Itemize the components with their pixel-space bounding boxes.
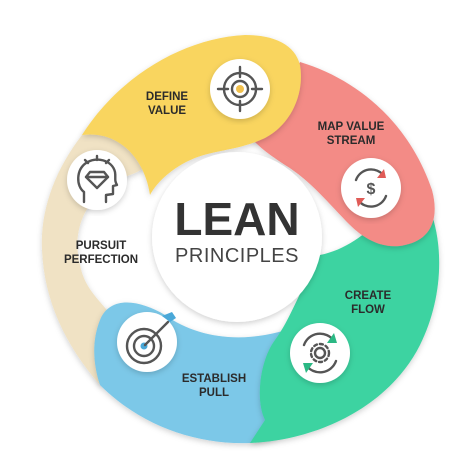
- title-main: LEAN: [174, 193, 299, 245]
- target-crosshair-icon: [210, 59, 270, 119]
- label-establish-pull-line1: ESTABLISH: [182, 373, 246, 385]
- dollar-cycle-icon: $: [341, 158, 401, 218]
- label-create-flow-line1: CREATE: [345, 290, 392, 302]
- center-circle: [152, 152, 322, 322]
- label-pursuit-perfection-line2: PERFECTION: [64, 254, 138, 266]
- label-map-value-stream-line1: MAP VALUE: [318, 121, 385, 133]
- label-create-flow-line2: FLOW: [351, 304, 385, 316]
- svg-text:$: $: [367, 181, 376, 198]
- dart-target-icon: [117, 312, 177, 372]
- gear-cycle-icon: [290, 323, 350, 383]
- label-establish-pull-line2: PULL: [199, 387, 229, 399]
- label-define-value-line1: DEFINE: [146, 91, 189, 103]
- label-define-value-line2: VALUE: [148, 105, 186, 117]
- label-pursuit-perfection-line1: PURSUIT: [76, 240, 126, 252]
- head-diamond-icon: [67, 150, 127, 210]
- segment-create-flow: [250, 203, 440, 443]
- label-map-value-stream-line2: STREAM: [327, 135, 376, 147]
- title-sub: PRINCIPLES: [175, 245, 299, 267]
